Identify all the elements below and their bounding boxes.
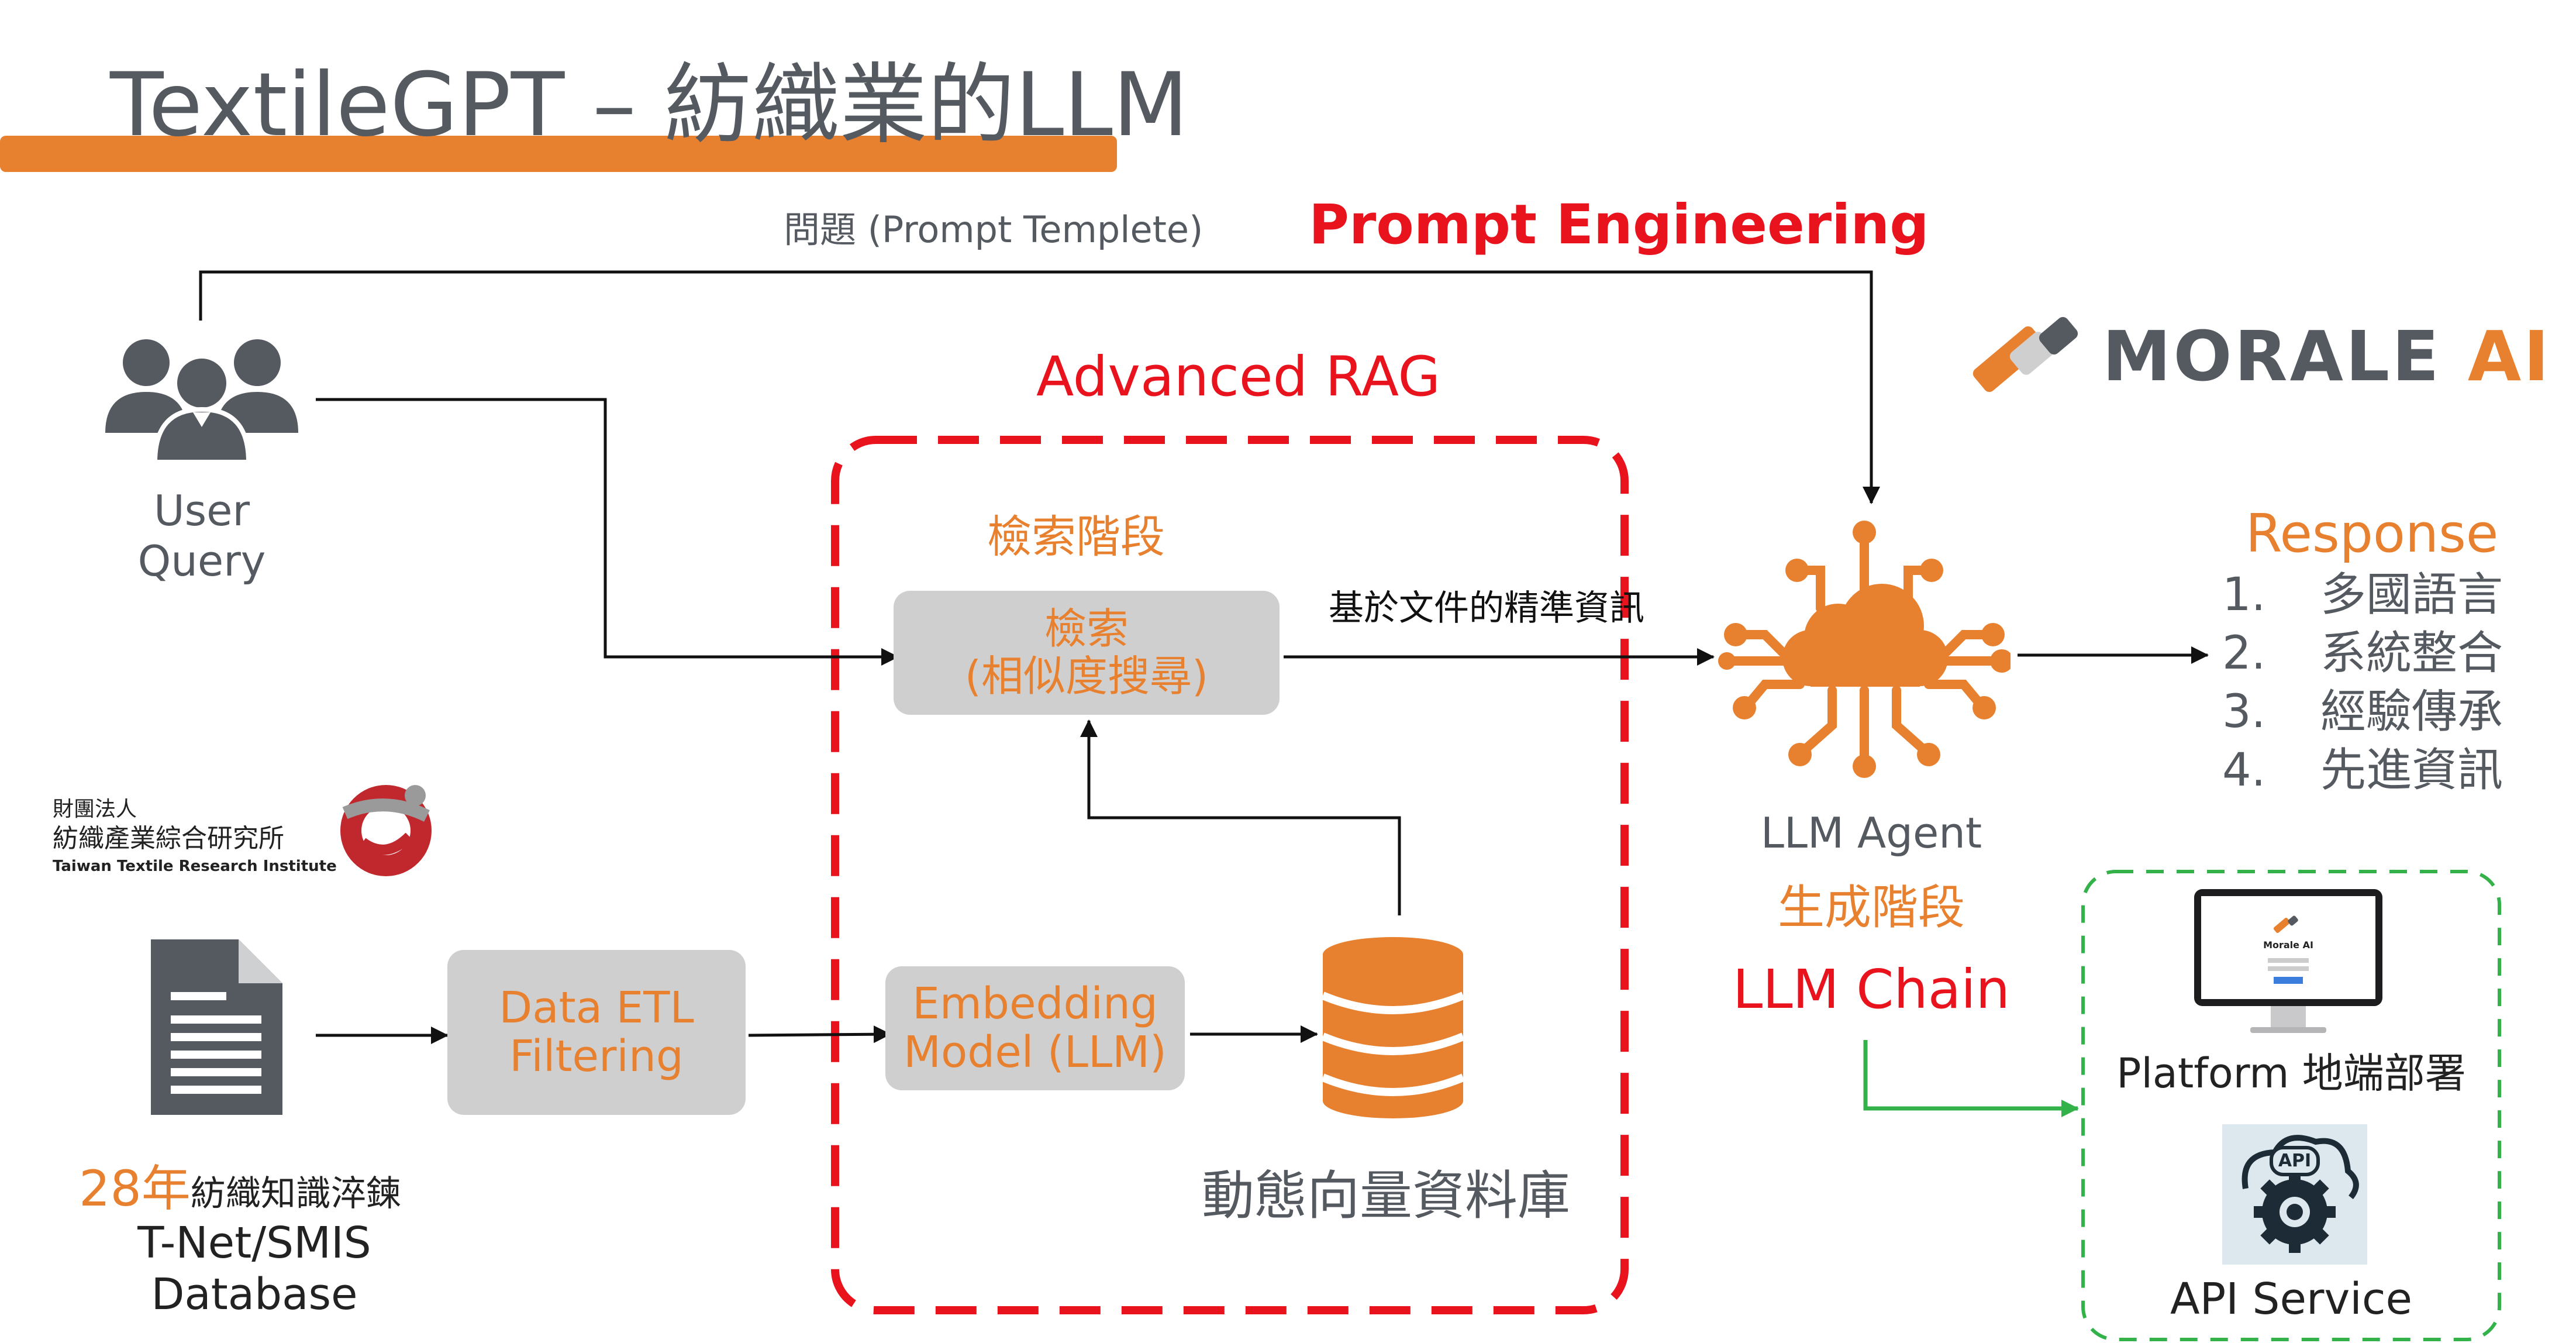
etl-to-embedding-connector bbox=[748, 1025, 891, 1044]
response-list: 1. 多國語言 2. 系統整合 3. 經驗傳承 4. 先進資訊 bbox=[2222, 572, 2573, 818]
user-label-line2: Query bbox=[137, 536, 266, 586]
institute-logo: 財團法人 紡織產業綜合研究所 Taiwan Textile Research I… bbox=[48, 772, 451, 889]
platform-monitor-icon: Morale AI bbox=[2194, 889, 2382, 1041]
prompt-engineering-label: Prompt Engineering bbox=[1309, 193, 1929, 257]
platform-label: Platform 地端部署 bbox=[2116, 1049, 2466, 1097]
retrieval-stage-label: 檢索階段 bbox=[987, 511, 1165, 563]
institute-line1: 財團法人 bbox=[53, 797, 137, 821]
data-etl-box: Data ETL Filtering bbox=[447, 950, 746, 1115]
llm-agent-cloud-icon bbox=[1718, 521, 2011, 778]
precise-info-label: 基於文件的精準資訊 bbox=[1329, 588, 1644, 629]
llm-chain-label: LLM Chain bbox=[1733, 958, 2010, 1021]
monitor-logo-icon bbox=[2273, 915, 2298, 934]
institute-emblem-icon bbox=[340, 785, 432, 876]
user-to-retrieval-connector bbox=[316, 398, 899, 666]
embedding-line1: Embedding bbox=[912, 979, 1158, 1029]
prompt-connector bbox=[199, 270, 1880, 504]
api-badge-text: API bbox=[2278, 1151, 2312, 1171]
database-years: 28年 bbox=[79, 1160, 191, 1217]
ai-wordmark: AI bbox=[2467, 316, 2552, 397]
document-icon bbox=[151, 939, 282, 1115]
generation-stage-label: 生成階段 bbox=[1778, 880, 1965, 935]
title-underline-bar bbox=[0, 136, 1117, 172]
morale-ai-logo: MORALE AI bbox=[1965, 310, 2549, 398]
database-line2: T-Net/SMIS bbox=[137, 1218, 371, 1268]
response-title: Response bbox=[2246, 503, 2499, 564]
response-item-3-num: 3. bbox=[2222, 686, 2266, 738]
etl-line1: Data ETL bbox=[499, 983, 694, 1034]
institute-line2: 紡織產業綜合研究所 bbox=[53, 824, 284, 853]
response-item-3-text: 經驗傳承 bbox=[2320, 686, 2503, 738]
response-item-4-num: 4. bbox=[2222, 744, 2266, 797]
vector-database-icon bbox=[1323, 937, 1463, 1118]
api-service-icon: API bbox=[2222, 1124, 2367, 1265]
database-line3: Database bbox=[151, 1269, 358, 1320]
morale-logo-mark-icon bbox=[1972, 316, 2078, 392]
embedding-line2: Model (LLM) bbox=[904, 1027, 1167, 1077]
page-title: TextileGPT – 紡織業的LLM bbox=[110, 54, 1189, 156]
user-group-icon bbox=[105, 339, 298, 462]
response-item-2-num: 2. bbox=[2222, 627, 2266, 680]
retrieval-box-line2: (相似度搜尋) bbox=[964, 652, 1209, 701]
embedding-model-box: Embedding Model (LLM) bbox=[885, 966, 1185, 1090]
chain-to-deploy-connector bbox=[1863, 1040, 2079, 1117]
advanced-rag-title: Advanced RAG bbox=[1036, 345, 1441, 409]
rag-frame bbox=[831, 436, 1629, 1314]
response-item-4-text: 先進資訊 bbox=[2320, 744, 2503, 797]
user-label-line1: User bbox=[153, 486, 250, 535]
response-item-1-num: 1. bbox=[2222, 569, 2266, 621]
vector-db-label: 動態向量資料庫 bbox=[1202, 1165, 1570, 1227]
api-service-label: API Service bbox=[2170, 1274, 2413, 1324]
prompt-template-label: 問題 (Prompt Templete) bbox=[784, 208, 1203, 251]
database-source-label: 28年紡織知識淬鍊 T-Net/SMIS Database bbox=[76, 1164, 439, 1328]
retrieval-box: 檢索 (相似度搜尋) bbox=[894, 591, 1280, 715]
monitor-caption: Morale AI bbox=[2263, 939, 2313, 951]
database-knowledge: 紡織知識淬鍊 bbox=[190, 1173, 401, 1214]
db-to-retrieval-connector bbox=[1080, 719, 1401, 915]
etl-line2: Filtering bbox=[509, 1031, 684, 1082]
institute-line3: Taiwan Textile Research Institute bbox=[53, 858, 337, 875]
morale-wordmark: MORALE bbox=[2102, 316, 2441, 397]
retrieval-box-line1: 檢索 bbox=[1044, 604, 1129, 654]
response-item-2-text: 系統整合 bbox=[2320, 627, 2503, 680]
response-item-1-text: 多國語言 bbox=[2320, 569, 2503, 621]
llm-agent-label: LLM Agent bbox=[1760, 808, 1982, 858]
user-query-label: User Query bbox=[114, 485, 289, 587]
